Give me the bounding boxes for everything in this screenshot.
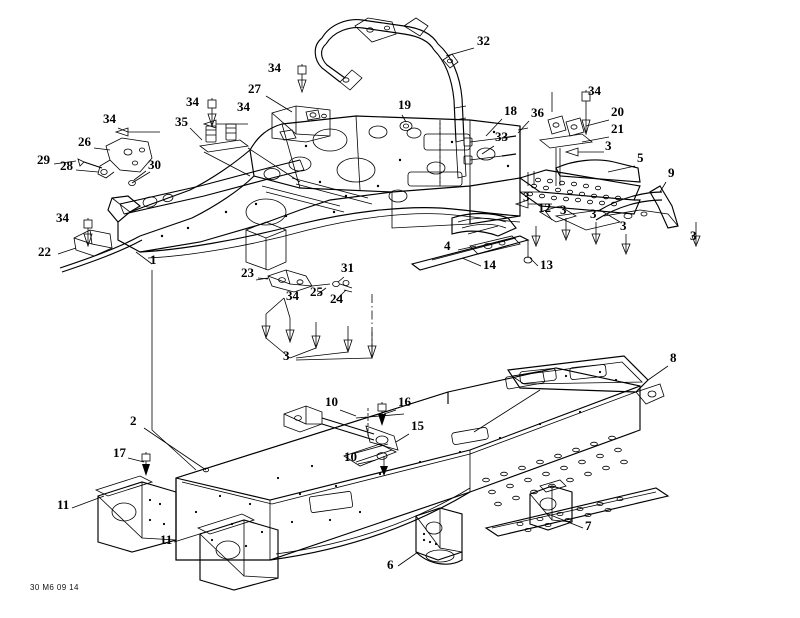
callout-number: 8 xyxy=(670,350,677,365)
callout-number: 20 xyxy=(611,104,624,119)
callout-number: 1 xyxy=(150,252,157,267)
callout-number: 15 xyxy=(411,418,425,433)
callout-number: 30 xyxy=(148,157,161,172)
mount-plate-20-21 xyxy=(539,92,593,186)
callout-number: 5 xyxy=(637,150,644,165)
callout-number: 6 xyxy=(387,557,394,572)
drawing-part-code: 30 M6 09 14 xyxy=(30,583,79,592)
rear-stay-9 xyxy=(539,185,679,231)
footrest-running-board-5 xyxy=(518,159,641,215)
callout-number: 26 xyxy=(78,134,92,149)
linkage-assembly-23 xyxy=(255,269,353,293)
callout-number: 32 xyxy=(477,33,490,48)
callout-number: 34 xyxy=(286,288,300,303)
lower-assembly-tunnel xyxy=(94,355,670,591)
leader-lines xyxy=(53,47,669,567)
callout-number: 18 xyxy=(504,103,518,118)
callout-number: 24 xyxy=(330,291,344,306)
hitch-bracket-6 xyxy=(415,507,463,565)
callout-number: 33 xyxy=(495,129,509,144)
callout-number: 14 xyxy=(483,257,497,272)
chassis-main-body-1 xyxy=(107,115,521,271)
support-strut-14 xyxy=(410,212,533,271)
callout-number: 7 xyxy=(585,518,592,533)
callout-number: 17 xyxy=(113,445,127,460)
callout-number: 21 xyxy=(611,121,624,136)
callout-number: 11 xyxy=(160,532,172,547)
callout-number: 3 xyxy=(560,202,567,217)
fastener-symbols-upper xyxy=(83,64,701,360)
callout-number: 16 xyxy=(398,394,412,409)
callout-number: 3 xyxy=(690,228,697,243)
callout-number: 28 xyxy=(60,158,74,173)
callout-number: 13 xyxy=(540,257,554,272)
callout-number: 2 xyxy=(130,413,137,428)
steering-support-hoop-32 xyxy=(314,17,467,179)
callout-number: 34 xyxy=(237,99,251,114)
cross-member-8 xyxy=(451,355,665,445)
callout-number: 31 xyxy=(341,260,354,275)
callout-number: 34 xyxy=(103,111,117,126)
callout-number: 22 xyxy=(38,244,51,259)
callout-number: 3 xyxy=(523,189,530,204)
callout-number: 12 xyxy=(538,200,551,215)
callout-number: 34 xyxy=(588,83,602,98)
callout-number: 27 xyxy=(248,81,262,96)
callout-number: 34 xyxy=(268,60,282,75)
grommet-19 xyxy=(399,121,413,132)
callout-number: 3 xyxy=(605,138,612,153)
hinge-assembly-15 xyxy=(283,405,405,467)
steering-arm-bracket-26 xyxy=(77,137,153,186)
callout-number: 10 xyxy=(344,449,357,464)
callout-number: 3 xyxy=(283,348,290,363)
support-bracket-22 xyxy=(59,229,143,273)
callout-number: 29 xyxy=(37,152,51,167)
callout-number: 35 xyxy=(175,114,189,129)
callout-number: 36 xyxy=(531,105,545,120)
callout-number: 10 xyxy=(325,394,338,409)
callout-number: 4 xyxy=(444,238,451,253)
upper-assembly-frame xyxy=(59,17,679,360)
rear-rail-7 xyxy=(484,479,670,537)
callout-number: 34 xyxy=(186,94,200,109)
callout-number: 3 xyxy=(590,206,597,221)
side-bracket-11-right xyxy=(196,513,279,591)
callout-number: 25 xyxy=(310,284,324,299)
fastener-symbols-lower xyxy=(141,402,388,476)
console-bracket-27 xyxy=(271,105,331,143)
callout-number: 9 xyxy=(668,165,675,180)
side-bracket-11-left xyxy=(94,475,177,553)
callout-number: 11 xyxy=(57,497,69,512)
front-edge-2 xyxy=(175,391,449,479)
callout-number: 3 xyxy=(620,218,627,233)
callout-number: 34 xyxy=(56,210,70,225)
callout-number: 23 xyxy=(241,265,255,280)
callout-number: 19 xyxy=(398,97,412,112)
